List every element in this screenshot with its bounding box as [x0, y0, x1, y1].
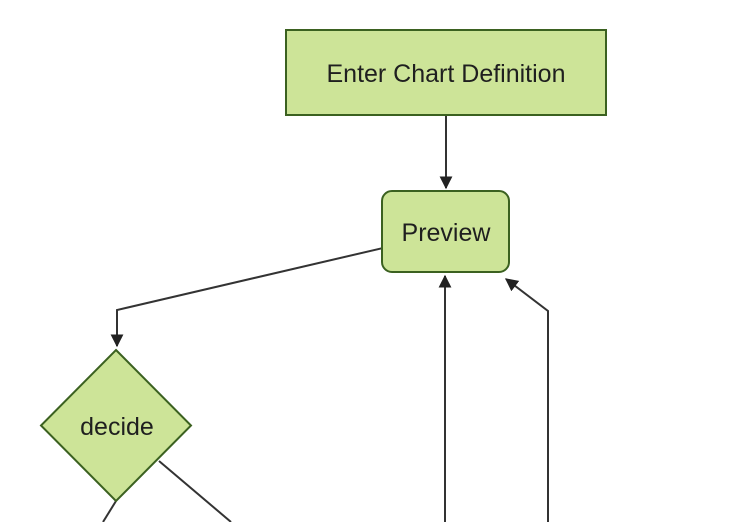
- edge-decide-to-offscreen-left: [102, 500, 117, 522]
- node-decide: decide: [39, 348, 193, 503]
- node-decide-shape: [39, 348, 193, 503]
- edge-decide-to-offscreen-right: [158, 460, 232, 522]
- node-enter-chart-definition-label: Enter Chart Definition: [326, 60, 565, 88]
- node-preview: Preview: [381, 190, 510, 273]
- node-enter-chart-definition: Enter Chart Definition: [285, 29, 607, 116]
- edge-return-to-preview-corner: [504, 278, 549, 522]
- edge-preview-to-decide: [110, 247, 384, 348]
- node-decide-label: decide: [80, 413, 154, 441]
- node-preview-shape: [381, 190, 510, 273]
- node-preview-label: Preview: [402, 219, 492, 247]
- node-enter-chart-definition-shape: [285, 29, 607, 116]
